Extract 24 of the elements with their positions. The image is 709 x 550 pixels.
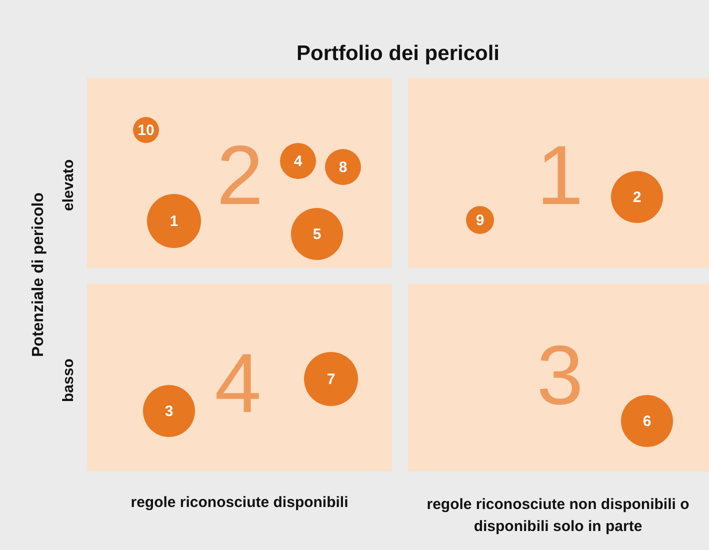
axis-title: Potenziale di pericolo (30, 192, 48, 360)
quadrant-panel (87, 78, 392, 268)
axis-label: elevato (60, 158, 77, 213)
axis-label: regole riconosciute non disponibili o disponibili solo in parte (426, 495, 690, 537)
quadrant-number: 4 (214, 341, 262, 425)
risk-circle: 7 (304, 352, 358, 406)
risk-circle: 9 (466, 206, 494, 234)
risk-circle: 10 (133, 117, 159, 143)
quadrant-number: 2 (216, 133, 264, 217)
axis-label: regole riconosciute disponibili (130, 494, 350, 511)
quadrant-number: 1 (536, 133, 584, 217)
risk-circle: 6 (621, 395, 673, 447)
quadrant-number: 3 (536, 333, 584, 417)
quadrant-panel (87, 284, 392, 471)
risk-circle: 2 (611, 171, 663, 223)
risk-circle: 3 (143, 385, 195, 437)
quadrant-panel (408, 284, 709, 471)
quadrant-panel (408, 78, 709, 268)
chart-title: Portfolio dei pericoli (295, 42, 501, 66)
risk-circle: 1 (147, 194, 201, 248)
risk-circle: 4 (280, 143, 316, 179)
risk-circle: 5 (291, 208, 343, 260)
axis-label: basso (60, 357, 77, 404)
risk-circle: 8 (325, 149, 361, 185)
